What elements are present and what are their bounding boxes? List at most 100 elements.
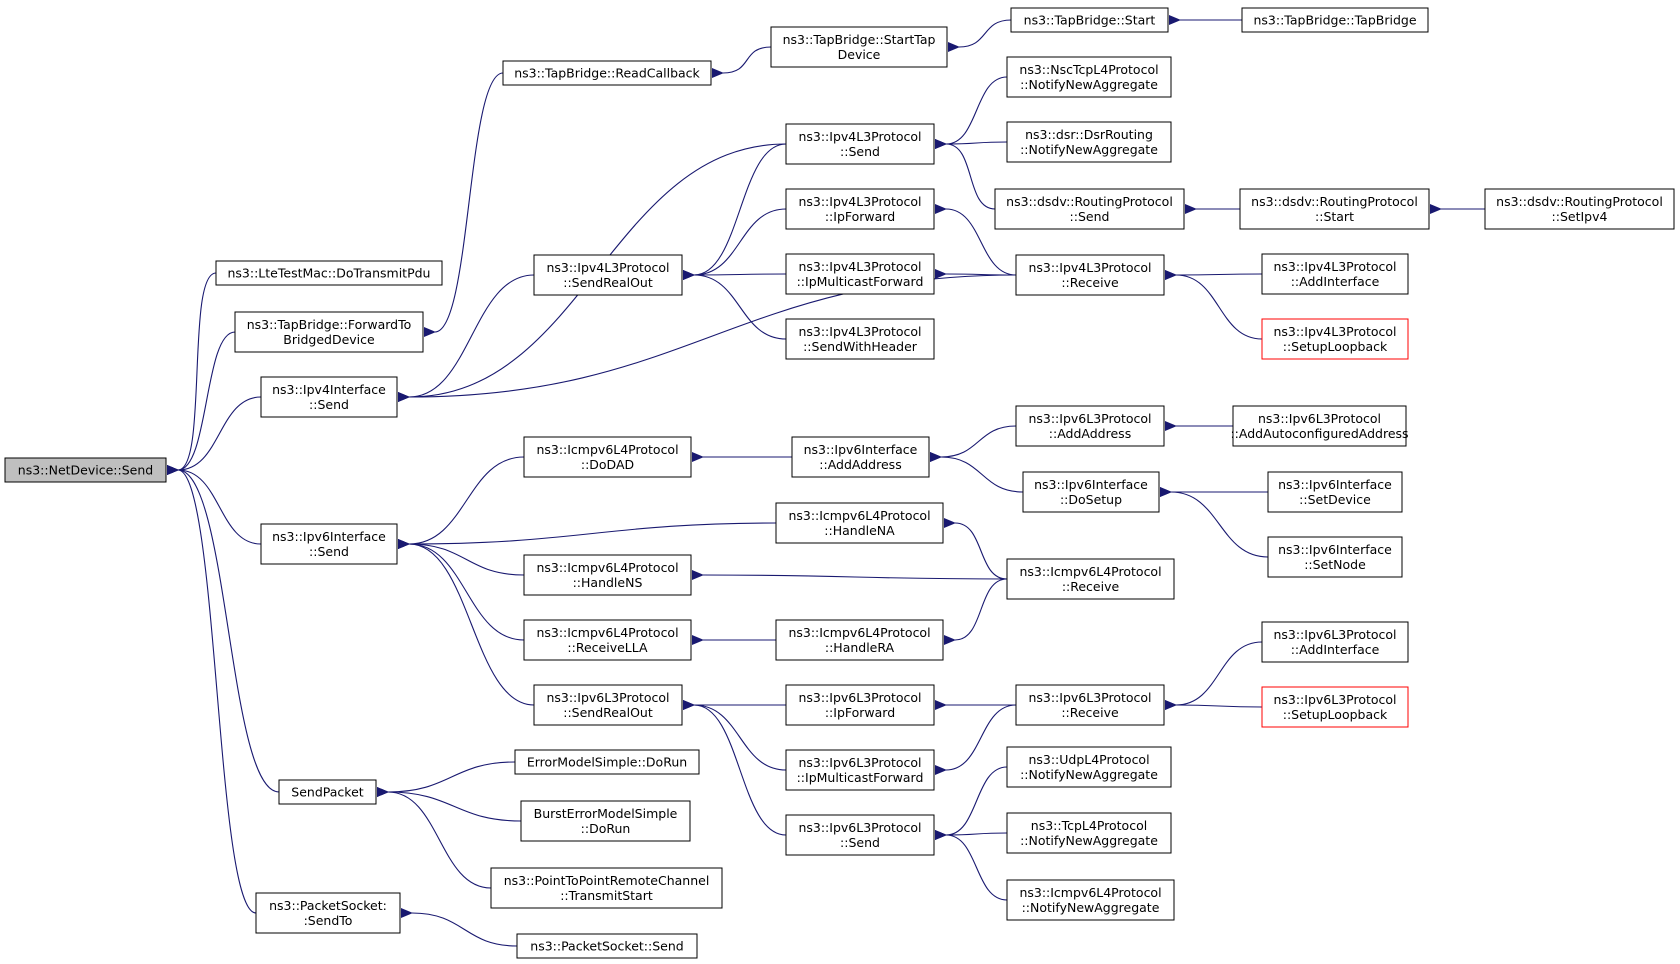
node-ipv4l3protocol-receive[interactable]: ns3::Ipv4L3Protocol::Receive [1015,254,1165,296]
node-ipv6interface-addaddress[interactable]: ns3::Ipv6Interface::AddAddress [791,436,930,478]
node-packetsocket-send-box[interactable] [516,933,698,959]
node-ltetestmac-dotransmitpdu-box[interactable] [215,260,443,286]
node-ipv6l3protocol-addautoconfiguredaddress-box[interactable] [1232,405,1407,447]
node-ipv6l3protocol-ipforward[interactable]: ns3::Ipv6L3Protocol::IpForward [785,684,935,726]
node-packetsocket-sendto[interactable]: ns3::PacketSocket::SendTo [255,892,401,934]
node-ipv6l3protocol-addinterface[interactable]: ns3::Ipv6L3Protocol::AddInterface [1261,621,1409,663]
node-packetsocket-sendto-box[interactable] [255,892,401,934]
node-icmpv6l4protocol-receivella[interactable]: ns3::Icmpv6L4Protocol::ReceiveLLA [523,619,692,661]
node-dsrrouting-notifynewaggregate[interactable]: ns3::dsr::DsrRouting::NotifyNewAggregate [1006,121,1172,163]
node-icmpv6l4protocol-handlens[interactable]: ns3::Icmpv6L4Protocol::HandleNS [523,554,692,596]
node-dsrrouting-notifynewaggregate-box[interactable] [1006,121,1172,163]
node-icmpv6l4protocol-dodad[interactable]: ns3::Icmpv6L4Protocol::DoDAD [523,436,692,478]
node-ipv4l3protocol-send[interactable]: ns3::Ipv4L3Protocol::Send [785,123,935,165]
node-tapbridge-forwardtobridgeddevice-box[interactable] [234,311,424,353]
node-ipv4l3protocol-sendrealout[interactable]: ns3::Ipv4L3Protocol::SendRealOut [533,254,683,296]
node-tapbridge-starttapdevice-box[interactable] [770,26,948,68]
node-ipv6l3protocol-sendrealout[interactable]: ns3::Ipv6L3Protocol::SendRealOut [533,684,683,726]
node-dsdv-routingprotocol-send-box[interactable] [994,188,1185,230]
node-ipv6l3protocol-ipmulticastforward[interactable]: ns3::Ipv6L3Protocol::IpMulticastForward [785,749,935,791]
node-ipv4interface-send-box[interactable] [260,376,398,418]
node-ipv4l3protocol-ipforward[interactable]: ns3::Ipv4L3Protocol::IpForward [785,188,935,230]
node-ipv4l3protocol-sendwithheader[interactable]: ns3::Ipv4L3Protocol::SendWithHeader [785,318,935,360]
node-ipv6interface-send-box[interactable] [260,523,398,565]
node-nsctcpl4protocol-notifynewaggregate-box[interactable] [1006,56,1172,98]
node-udpl4protocol-notifynewaggregate-box[interactable] [1006,746,1172,788]
node-netdevice-send-box[interactable] [4,457,167,483]
node-ipv6interface-setnode[interactable]: ns3::Ipv6Interface::SetNode [1267,536,1403,578]
node-ipv6interface-addaddress-box[interactable] [791,436,930,478]
node-ipv6l3protocol-ipmulticastforward-box[interactable] [785,749,935,791]
node-ipv4l3protocol-ipforward-box[interactable] [785,188,935,230]
node-tcpl4protocol-notifynewaggregate-box[interactable] [1006,812,1172,854]
node-icmpv6l4protocol-dodad-box[interactable] [523,436,692,478]
node-icmpv6l4protocol-handlena-box[interactable] [775,502,944,544]
node-ipv4l3protocol-setuploopback-box[interactable] [1261,318,1409,360]
node-sendpacket-box[interactable] [278,779,377,805]
node-ipv4l3protocol-setuploopback[interactable]: ns3::Ipv4L3Protocol::SetupLoopback [1261,318,1409,360]
node-icmpv6l4protocol-receive-box[interactable] [1006,558,1175,600]
node-ipv4l3protocol-sendrealout-box[interactable] [533,254,683,296]
node-ipv6interface-setnode-box[interactable] [1267,536,1403,578]
node-dsdv-routingprotocol-start-box[interactable] [1239,188,1430,230]
node-pointtopointremotechannel-transmitstart[interactable]: ns3::PointToPointRemoteChannel::Transmit… [490,867,723,909]
node-ipv4l3protocol-send-box[interactable] [785,123,935,165]
node-dsdv-routingprotocol-start[interactable]: ns3::dsdv::RoutingProtocol::Start [1239,188,1430,230]
node-ipv4l3protocol-addinterface-box[interactable] [1261,253,1409,295]
node-ipv4l3protocol-ipmulticastforward-box[interactable] [785,253,935,295]
node-dsdv-routingprotocol-setipv4-box[interactable] [1484,188,1675,230]
node-ipv6interface-setdevice-box[interactable] [1267,471,1403,513]
node-dsdv-routingprotocol-setipv4[interactable]: ns3::dsdv::RoutingProtocol::SetIpv4 [1484,188,1675,230]
node-icmpv6l4protocol-handlera[interactable]: ns3::Icmpv6L4Protocol::HandleRA [775,619,944,661]
node-nsctcpl4protocol-notifynewaggregate[interactable]: ns3::NscTcpL4Protocol::NotifyNewAggregat… [1006,56,1172,98]
node-ltetestmac-dotransmitpdu[interactable]: ns3::LteTestMac::DoTransmitPdu [215,260,443,286]
node-ipv4interface-send[interactable]: ns3::Ipv4Interface::Send [260,376,398,418]
node-tapbridge-readcallback[interactable]: ns3::TapBridge::ReadCallback [502,60,712,86]
node-ipv4l3protocol-ipmulticastforward[interactable]: ns3::Ipv4L3Protocol::IpMulticastForward [785,253,935,295]
node-ipv6l3protocol-ipforward-box[interactable] [785,684,935,726]
node-bursterrormodelsimple-dorun[interactable]: BurstErrorModelSimple::DoRun [520,800,691,842]
node-tcpl4protocol-notifynewaggregate[interactable]: ns3::TcpL4Protocol::NotifyNewAggregate [1006,812,1172,854]
node-tapbridge-tapbridge-box[interactable] [1241,7,1429,33]
node-tapbridge-readcallback-box[interactable] [502,60,712,86]
node-ipv6l3protocol-send[interactable]: ns3::Ipv6L3Protocol::Send [785,814,935,856]
node-udpl4protocol-notifynewaggregate[interactable]: ns3::UdpL4Protocol::NotifyNewAggregate [1006,746,1172,788]
node-ipv6interface-send[interactable]: ns3::Ipv6Interface::Send [260,523,398,565]
node-ipv4l3protocol-addinterface[interactable]: ns3::Ipv4L3Protocol::AddInterface [1261,253,1409,295]
node-pointtopointremotechannel-transmitstart-box[interactable] [490,867,723,909]
node-ipv6l3protocol-setuploopback[interactable]: ns3::Ipv6L3Protocol::SetupLoopback [1261,686,1409,728]
node-ipv6l3protocol-send-box[interactable] [785,814,935,856]
node-ipv6l3protocol-setuploopback-box[interactable] [1261,686,1409,728]
node-ipv6l3protocol-addautoconfiguredaddress[interactable]: ns3::Ipv6L3Protocol::AddAutoconfiguredAd… [1230,405,1409,447]
node-packetsocket-send[interactable]: ns3::PacketSocket::Send [516,933,698,959]
node-icmpv6l4protocol-receive[interactable]: ns3::Icmpv6L4Protocol::Receive [1006,558,1175,600]
node-ipv6l3protocol-sendrealout-box[interactable] [533,684,683,726]
node-ipv6l3protocol-receive-box[interactable] [1015,684,1165,726]
node-icmpv6l4protocol-receivella-box[interactable] [523,619,692,661]
node-tapbridge-start-box[interactable] [1010,7,1169,33]
node-netdevice-send[interactable]: ns3::NetDevice::Send [4,457,167,483]
node-errormodelsimple-dorun-box[interactable] [514,749,700,775]
node-ipv6interface-dosetup[interactable]: ns3::Ipv6Interface::DoSetup [1022,471,1160,513]
node-bursterrormodelsimple-dorun-box[interactable] [520,800,691,842]
node-sendpacket[interactable]: SendPacket [278,779,377,805]
node-tapbridge-tapbridge[interactable]: ns3::TapBridge::TapBridge [1241,7,1429,33]
node-ipv6interface-setdevice[interactable]: ns3::Ipv6Interface::SetDevice [1267,471,1403,513]
node-ipv6interface-dosetup-box[interactable] [1022,471,1160,513]
node-errormodelsimple-dorun[interactable]: ErrorModelSimple::DoRun [514,749,700,775]
node-icmpv6l4protocol-notifynewaggregate[interactable]: ns3::Icmpv6L4Protocol::NotifyNewAggregat… [1006,879,1175,921]
node-icmpv6l4protocol-handlera-box[interactable] [775,619,944,661]
node-icmpv6l4protocol-notifynewaggregate-box[interactable] [1006,879,1175,921]
node-dsdv-routingprotocol-send[interactable]: ns3::dsdv::RoutingProtocol::Send [994,188,1185,230]
node-icmpv6l4protocol-handlens-box[interactable] [523,554,692,596]
node-ipv6l3protocol-addaddress-box[interactable] [1015,405,1165,447]
node-ipv4l3protocol-sendwithheader-box[interactable] [785,318,935,360]
node-ipv6l3protocol-addinterface-box[interactable] [1261,621,1409,663]
node-tapbridge-start[interactable]: ns3::TapBridge::Start [1010,7,1169,33]
node-icmpv6l4protocol-handlena[interactable]: ns3::Icmpv6L4Protocol::HandleNA [775,502,944,544]
node-ipv6l3protocol-addaddress[interactable]: ns3::Ipv6L3Protocol::AddAddress [1015,405,1165,447]
node-ipv6l3protocol-receive[interactable]: ns3::Ipv6L3Protocol::Receive [1015,684,1165,726]
node-ipv4l3protocol-receive-box[interactable] [1015,254,1165,296]
